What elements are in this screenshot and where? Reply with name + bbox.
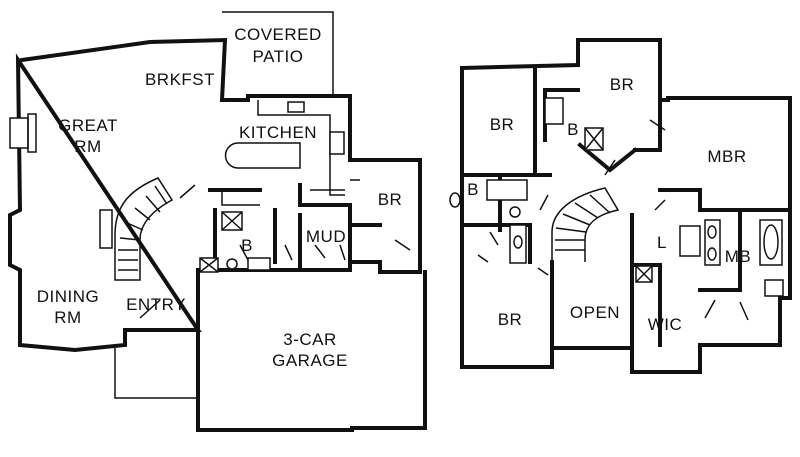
- label-bath-upper-top: B: [567, 120, 579, 139]
- upper-door-swings: [477, 119, 749, 321]
- label-kitchen: KITCHEN: [239, 123, 317, 142]
- kitchen-sink: [287, 101, 305, 113]
- label-linen: L: [657, 233, 667, 252]
- label-br-upper-left: BR: [490, 115, 515, 134]
- label-great-rm-1: GREAT: [58, 116, 118, 135]
- upper-interior-walls: [460, 66, 792, 350]
- label-br-upper-bottom: BR: [498, 310, 523, 329]
- upper-sink-left: [513, 235, 523, 249]
- master-sink-1: [707, 225, 717, 239]
- label-wic: WIC: [648, 315, 683, 334]
- furnace-x: [199, 257, 219, 273]
- closet-x: [221, 211, 243, 231]
- fireplace: [9, 117, 29, 149]
- upper-staircase: [551, 187, 620, 262]
- main-interior-walls: [208, 183, 382, 272]
- label-br-main: BR: [378, 190, 403, 209]
- bath-sink: [247, 257, 271, 271]
- label-mb: MB: [725, 247, 752, 266]
- linen-shelf: [679, 225, 701, 257]
- master-sink-2: [707, 247, 717, 261]
- upper-floor: [449, 38, 792, 374]
- kitchen-island: [224, 142, 301, 169]
- main-floor-outer-wall: [8, 37, 427, 432]
- stair-landing: [99, 209, 113, 249]
- upper-closet-x-2: [635, 265, 653, 283]
- upper-tub-master-inner: [763, 224, 779, 260]
- main-floor: [8, 11, 427, 432]
- upper-tub-left: [486, 179, 528, 201]
- label-mud: MUD: [306, 227, 346, 246]
- main-door-swings: [139, 184, 411, 319]
- label-entry: ENTRY: [126, 295, 186, 314]
- patio-outline: [222, 11, 334, 97]
- label-garage-2: GARAGE: [272, 351, 348, 370]
- label-bath-upper-left: B: [467, 180, 479, 199]
- label-covered-patio-2: PATIO: [253, 47, 304, 66]
- upper-shower: [544, 97, 564, 125]
- label-bath-main: B: [241, 236, 253, 255]
- label-garage-1: 3-CAR: [283, 330, 337, 349]
- upper-toilet-left: [509, 206, 521, 218]
- upper-vanity-left: [509, 224, 527, 264]
- porch-outline: [114, 345, 198, 399]
- upper-closet-x: [584, 127, 604, 151]
- main-staircase: [114, 177, 174, 281]
- label-great-rm-2: RM: [74, 137, 101, 156]
- room-labels: COVERED PATIO BRKFST GREAT RM KITCHEN B …: [37, 25, 752, 370]
- label-brkfst: BRKFST: [145, 70, 215, 89]
- main-thin-walls: [221, 179, 360, 206]
- label-open: OPEN: [570, 303, 620, 322]
- upper-sink-bath: [449, 192, 461, 208]
- label-covered-patio-1: COVERED: [234, 25, 322, 44]
- label-mbr: MBR: [707, 147, 746, 166]
- master-shower: [764, 279, 784, 297]
- label-dining-2: RM: [54, 308, 81, 327]
- toilet: [226, 258, 238, 270]
- label-br-upper-top: BR: [610, 75, 635, 94]
- kitchen-range: [329, 131, 345, 155]
- fireplace-hearth: [27, 113, 37, 153]
- kitchen-counter: [257, 100, 345, 196]
- label-dining-1: DINING: [37, 287, 100, 306]
